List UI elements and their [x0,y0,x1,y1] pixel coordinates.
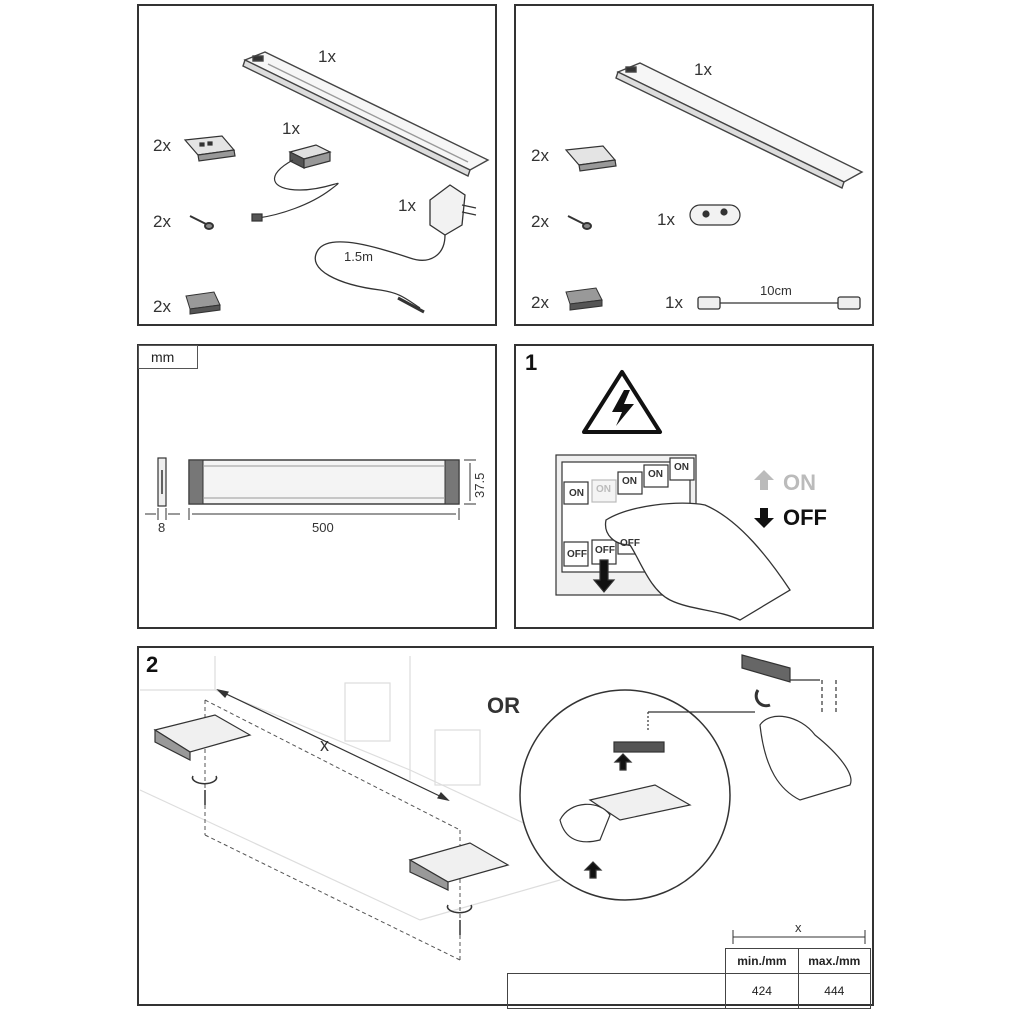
power-adapter-icon [314,184,477,314]
distance-table: min./mm max./mm 424 444 [506,948,872,1009]
cable-length-label: 1.5m [344,249,373,264]
connector-icon [689,204,741,226]
switch-label-on-5: ON [674,462,689,473]
arrow-up-icon [754,470,774,490]
screw-icon [189,215,214,230]
switch-label-on-1: ON [569,488,584,499]
driver-box-icon [251,144,339,222]
bar-quantity: 1x [318,47,336,66]
tape-quantity: 2x [153,297,171,316]
adapter-quantity: 1x [398,196,416,215]
switch-label-off-1: OFF [567,549,587,560]
switch-label-off-3: OFF [620,538,640,549]
arrow-down-icon [754,508,774,528]
adhesive-tape-icon [185,291,221,315]
hand-illustration [604,502,791,621]
max-value: 444 [797,973,872,1009]
led-bar-illustration-b [615,62,864,189]
driver-quantity: 1x [282,119,300,138]
switch-label-on-3: ON [622,476,637,487]
clip-left-illustration [153,714,252,761]
min-value: 424 [725,973,799,1009]
screw-quantity: 2x [153,212,171,231]
adhesive-tape-icon-b [565,287,603,311]
switch-label-on-4: ON [648,469,663,480]
clip-right-illustration [408,842,510,891]
link-cable-icon [697,296,861,310]
mounting-clip-icon-b [564,145,617,172]
step-1-number: 1 [525,350,538,375]
link-cable-quantity: 1x [665,293,683,312]
electric-hazard-icon [582,370,662,434]
on-label: ON [783,470,816,495]
panel-step-2 [137,646,874,1006]
switch-label-off-2: OFF [595,545,615,556]
min-column-header: min./mm [725,948,799,974]
mounting-clip-icon [183,135,236,162]
distance-x-label: x [320,735,329,755]
max-column-header: max./mm [797,948,872,974]
switch-label-on-2: ON [596,484,611,495]
circuit-breaker-panel [555,454,697,596]
tape-quantity-b: 2x [531,293,549,312]
clip-quantity-b: 2x [531,146,549,165]
clip-quantity: 2x [153,136,171,155]
length-dimension: 500 [312,520,334,535]
unit-label: mm [138,345,198,369]
link-cable-length: 10cm [760,283,792,298]
screw-icon-b [567,215,592,230]
table-x-label: x [795,920,802,935]
screw-quantity-b: 2x [531,212,549,231]
led-bar-illustration [242,51,490,177]
depth-dimension: 8 [158,520,166,535]
step-2-number: 2 [146,652,159,677]
off-label: OFF [783,505,827,530]
bar-quantity-b: 1x [694,60,712,79]
or-label: OR [487,693,520,718]
connector-quantity: 1x [657,210,675,229]
